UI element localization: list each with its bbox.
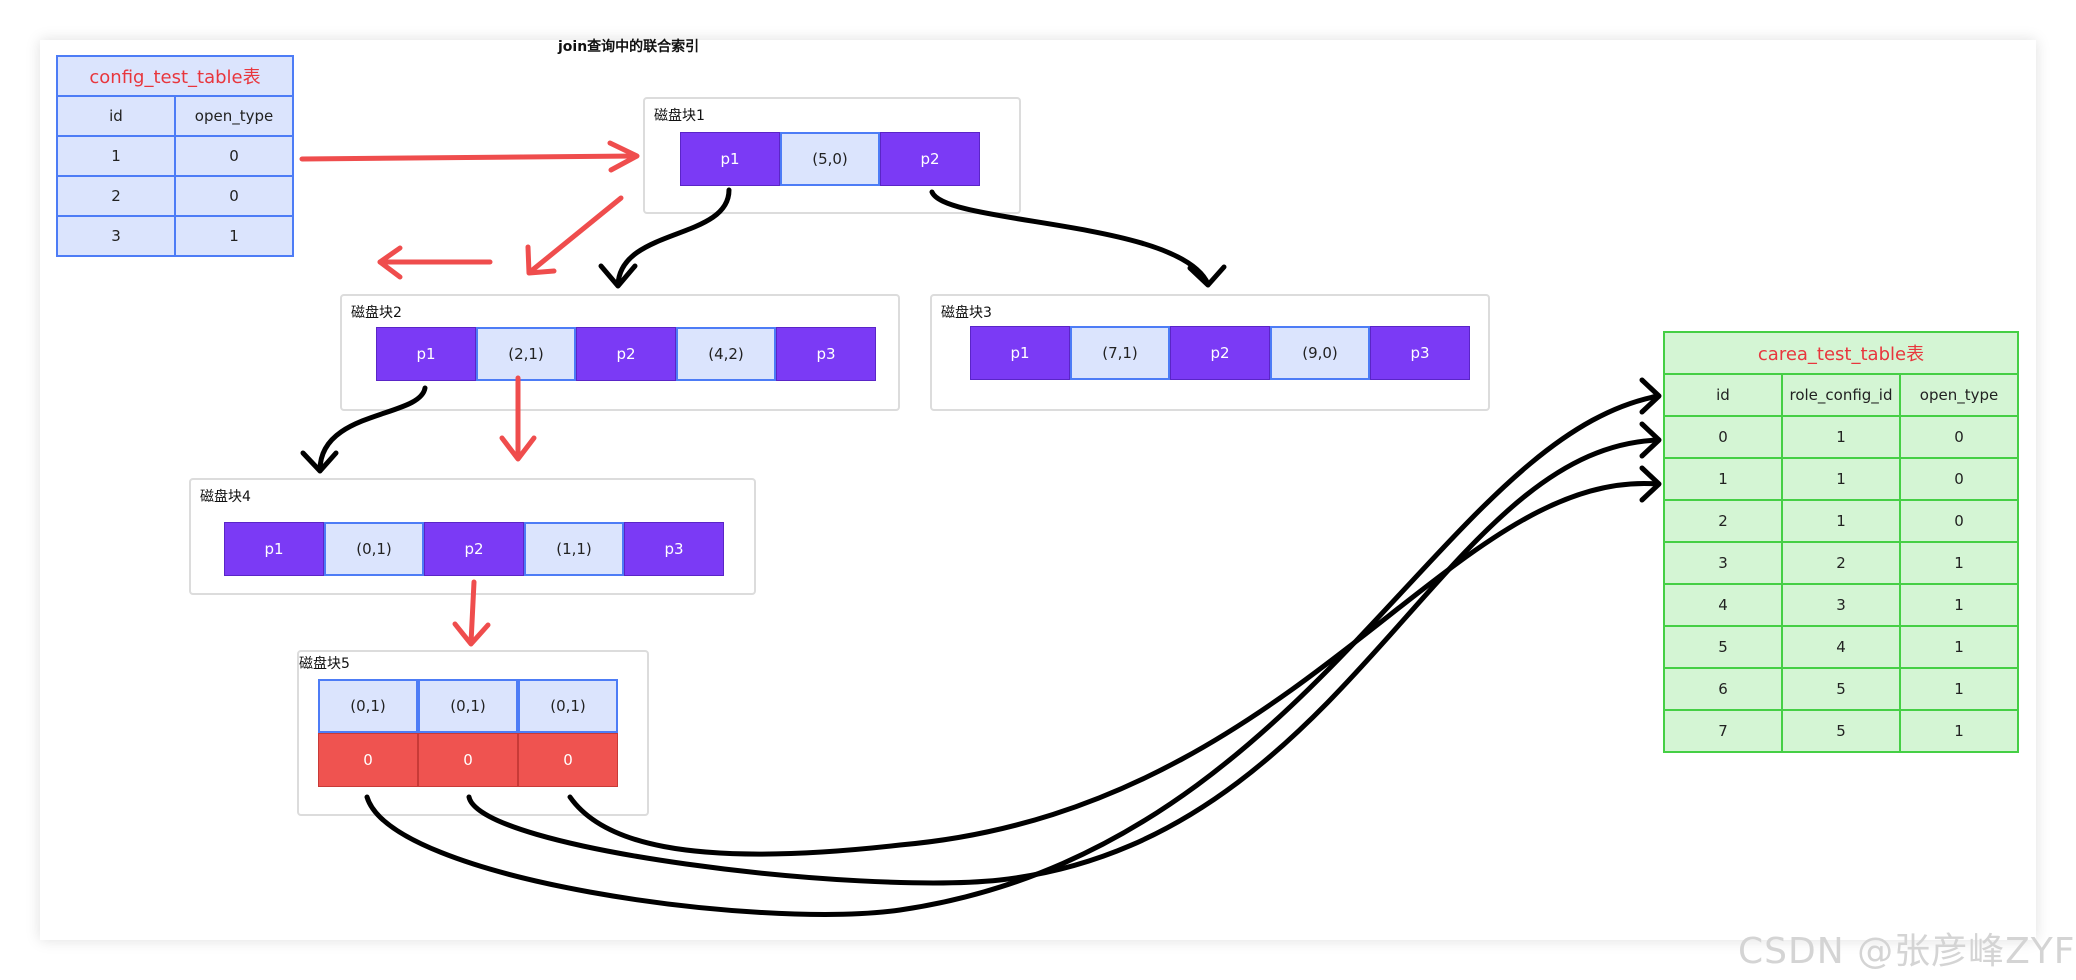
disk-block-label: 磁盘块5 (299, 656, 350, 672)
carea-header-cell: id (1663, 373, 1783, 417)
pointer-cell: p1 (970, 326, 1070, 380)
table-cell: 4 (1781, 625, 1901, 669)
key-cell: (4,2) (676, 327, 776, 381)
table-cell: 2 (1781, 541, 1901, 585)
table-cell: 5 (1781, 709, 1901, 753)
key-cell: (0,1) (324, 522, 424, 576)
config-test-table: config_test_table表 id open_type 1 0 2 0 … (56, 55, 294, 257)
pointer-cell: p1 (224, 522, 324, 576)
disk-block-label: 磁盘块2 (351, 305, 402, 321)
diagram-title: join查询中的联合索引 (558, 39, 700, 55)
key-cell: (7,1) (1070, 326, 1170, 380)
key-cell: (2,1) (476, 327, 576, 381)
pointer-cell: p3 (624, 522, 724, 576)
key-cell: (5,0) (780, 132, 880, 186)
table-cell: 2 (1663, 499, 1783, 543)
carea-header-cell: role_config_id (1781, 373, 1901, 417)
table-cell: 1 (1663, 457, 1783, 501)
key-cell: (1,1) (524, 522, 624, 576)
table-cell: 0 (1899, 499, 2019, 543)
table-cell: 3 (1663, 541, 1783, 585)
table-cell: 1 (1781, 457, 1901, 501)
key-cell: (0,1) (518, 679, 618, 733)
pointer-cell: p2 (424, 522, 524, 576)
disk-block-5: 磁盘块5 (0,1) (0,1) (0,1) 0 0 0 (297, 650, 649, 816)
pointer-cell: p3 (776, 327, 876, 381)
table-cell: 0 (174, 135, 294, 177)
value-cell: 0 (418, 733, 518, 787)
disk-block-label: 磁盘块1 (654, 108, 705, 124)
table-cell: 0 (1899, 415, 2019, 459)
carea-table-caption: carea_test_table表 (1663, 331, 2019, 375)
disk-block-label: 磁盘块4 (200, 489, 251, 505)
table-cell: 2 (56, 175, 176, 217)
disk-block-1: 磁盘块1 p1 (5,0) p2 (643, 97, 1021, 214)
table-cell: 1 (1899, 541, 2019, 585)
key-cell: (9,0) (1270, 326, 1370, 380)
pointer-cell: p1 (680, 132, 780, 186)
table-cell: 5 (1781, 667, 1901, 711)
config-table-caption: config_test_table表 (56, 55, 294, 97)
pointer-cell: p2 (1170, 326, 1270, 380)
table-cell: 1 (1781, 415, 1901, 459)
table-row: 1 0 (56, 135, 294, 177)
table-cell: 1 (1781, 499, 1901, 543)
table-cell: 3 (1781, 583, 1901, 627)
table-cell: 1 (1899, 709, 2019, 753)
table-cell: 6 (1663, 667, 1783, 711)
value-cell: 0 (318, 733, 418, 787)
disk-block-4: 磁盘块4 p1 (0,1) p2 (1,1) p3 (189, 478, 756, 595)
table-cell: 1 (56, 135, 176, 177)
pointer-cell: p2 (880, 132, 980, 186)
table-cell: 1 (1899, 625, 2019, 669)
table-cell: 1 (1899, 583, 2019, 627)
watermark: CSDN @张彦峰ZYF (1738, 931, 2076, 972)
table-cell: 4 (1663, 583, 1783, 627)
value-cell: 0 (518, 733, 618, 787)
disk-block-3: 磁盘块3 p1 (7,1) p2 (9,0) p3 (930, 294, 1490, 411)
key-cell: (0,1) (418, 679, 518, 733)
table-cell: 1 (174, 215, 294, 257)
table-row: 2 0 (56, 175, 294, 217)
table-cell: 5 (1663, 625, 1783, 669)
table-cell: 0 (174, 175, 294, 217)
table-cell: 0 (1899, 457, 2019, 501)
key-cell: (0,1) (318, 679, 418, 733)
carea-test-table: carea_test_table表 id role_config_id open… (1663, 331, 2019, 753)
disk-block-2: 磁盘块2 p1 (2,1) p2 (4,2) p3 (340, 294, 900, 411)
config-header-cell: open_type (174, 95, 294, 137)
table-cell: 7 (1663, 709, 1783, 753)
table-cell: 0 (1663, 415, 1783, 459)
table-cell: 3 (56, 215, 176, 257)
pointer-cell: p3 (1370, 326, 1470, 380)
table-cell: 1 (1899, 667, 2019, 711)
disk-block-label: 磁盘块3 (941, 305, 992, 321)
pointer-cell: p1 (376, 327, 476, 381)
config-header-cell: id (56, 95, 176, 137)
carea-header-cell: open_type (1899, 373, 2019, 417)
pointer-cell: p2 (576, 327, 676, 381)
table-row: 3 1 (56, 215, 294, 257)
